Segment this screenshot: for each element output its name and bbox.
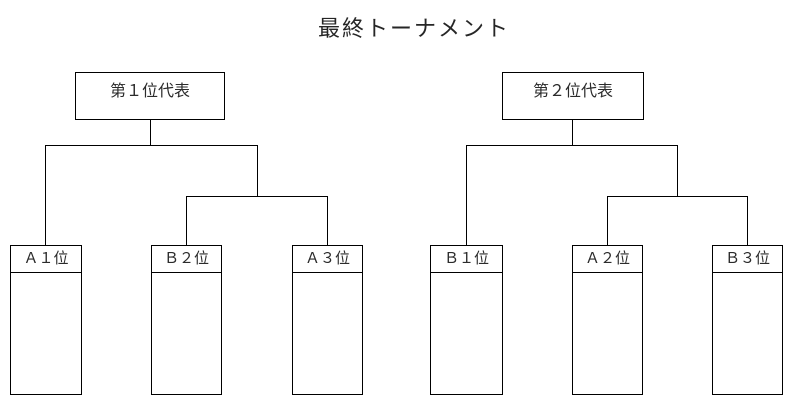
connector-line	[257, 145, 258, 197]
slot-box: Ｂ２位	[151, 245, 222, 395]
slot-label: Ａ１位	[11, 246, 81, 273]
slot-label: Ａ３位	[293, 246, 362, 273]
slot-label: Ａ２位	[573, 246, 642, 273]
slot-body	[293, 273, 362, 394]
connector-line	[747, 196, 748, 246]
slot-box: Ａ１位	[10, 245, 82, 395]
connector-line	[186, 196, 187, 246]
slot-box: Ａ２位	[572, 245, 643, 395]
seed-box: 第２位代表	[502, 72, 644, 120]
connector-line	[607, 196, 748, 197]
connector-line	[677, 145, 678, 197]
connector-line	[45, 145, 46, 246]
slot-body	[713, 273, 782, 394]
slot-box: Ｂ３位	[712, 245, 783, 395]
slot-body	[573, 273, 642, 394]
slot-body	[11, 273, 81, 394]
slot-label: Ｂ１位	[431, 246, 502, 273]
seed-label: 第２位代表	[532, 83, 613, 100]
seed-label: 第１位代表	[109, 83, 190, 100]
connector-line	[572, 120, 573, 146]
slot-label: Ｂ３位	[713, 246, 782, 273]
slot-label: Ｂ２位	[152, 246, 221, 273]
connector-line	[186, 196, 328, 197]
connector-line	[327, 196, 328, 246]
slot-body	[152, 273, 221, 394]
connector-line	[466, 145, 678, 146]
connector-line	[45, 145, 258, 146]
page-title: 最終トーナメント	[318, 16, 511, 41]
slot-body	[431, 273, 502, 394]
connector-line	[607, 196, 608, 246]
seed-box: 第１位代表	[75, 72, 225, 120]
connector-line	[150, 120, 151, 146]
connector-line	[466, 145, 467, 246]
slot-box: Ｂ１位	[430, 245, 503, 395]
slot-box: Ａ３位	[292, 245, 363, 395]
